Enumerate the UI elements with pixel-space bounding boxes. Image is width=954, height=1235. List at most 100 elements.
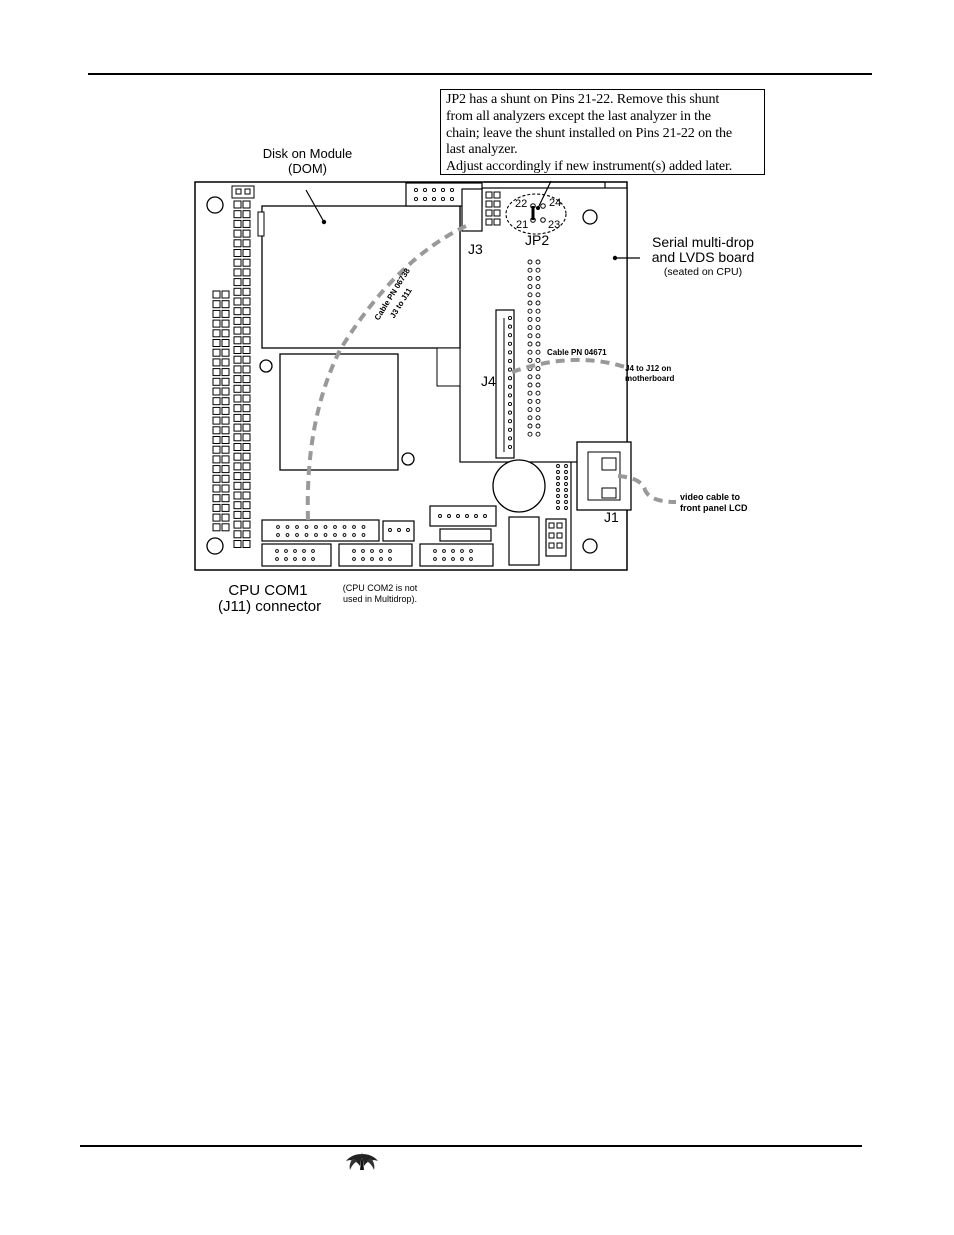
pin bbox=[333, 525, 337, 529]
pin bbox=[233, 472, 242, 481]
pin bbox=[212, 319, 221, 328]
pin bbox=[361, 557, 365, 561]
j4-j12-line2: motherboard bbox=[625, 374, 675, 383]
left-pin-header bbox=[212, 200, 251, 548]
pin bbox=[527, 431, 533, 437]
pin bbox=[293, 557, 297, 561]
pin bbox=[535, 349, 541, 355]
pin bbox=[212, 416, 221, 425]
pin bbox=[460, 557, 464, 561]
pin bbox=[233, 365, 242, 374]
pin bbox=[233, 239, 242, 248]
pin bbox=[507, 384, 513, 389]
pin bbox=[493, 209, 501, 217]
cable-j4-label: Cable PN 04671 bbox=[547, 348, 607, 357]
pin-21-label: 21 bbox=[516, 219, 529, 231]
pin bbox=[242, 239, 251, 248]
pin bbox=[233, 384, 242, 393]
pin bbox=[352, 549, 356, 553]
pin bbox=[221, 397, 230, 406]
pin bbox=[275, 557, 279, 561]
pin bbox=[221, 426, 230, 435]
pin bbox=[212, 445, 221, 454]
pin bbox=[221, 503, 230, 512]
pin bbox=[556, 482, 560, 486]
pin bbox=[242, 413, 251, 422]
pin bbox=[212, 436, 221, 444]
serial-board bbox=[459, 187, 628, 463]
pin bbox=[456, 514, 460, 518]
pin bbox=[564, 476, 568, 480]
j4-j12-label: J4 to J12 on motherboard bbox=[625, 364, 674, 384]
dom-label-line1: Disk on Module bbox=[262, 146, 353, 161]
pin bbox=[233, 200, 242, 209]
pin bbox=[221, 387, 230, 396]
pin bbox=[556, 500, 560, 504]
pin bbox=[460, 549, 464, 553]
pin bbox=[221, 406, 230, 415]
j4-connector bbox=[495, 309, 515, 459]
pin bbox=[311, 549, 315, 553]
pin bbox=[242, 510, 251, 519]
pin bbox=[535, 415, 541, 421]
pin bbox=[527, 316, 533, 322]
jp2-note-box: JP2 has a shunt on Pins 21-22. Remove th… bbox=[440, 89, 765, 175]
note-line: Adjust accordingly if new instrument(s) … bbox=[446, 158, 733, 175]
pin bbox=[507, 419, 513, 424]
pin bbox=[242, 326, 251, 335]
pin bbox=[527, 415, 533, 421]
serial-label-line2: and LVDS board bbox=[651, 249, 755, 265]
pin bbox=[493, 218, 501, 226]
pin bbox=[233, 413, 242, 422]
pin bbox=[314, 533, 318, 537]
pin bbox=[242, 219, 251, 228]
pin bbox=[212, 348, 221, 357]
pin bbox=[507, 358, 513, 364]
pin bbox=[242, 472, 251, 481]
pin bbox=[527, 357, 533, 363]
pin bbox=[221, 368, 230, 377]
pin bbox=[212, 513, 221, 522]
pin bbox=[221, 416, 230, 425]
video-line1: video cable to bbox=[680, 492, 741, 502]
pin bbox=[212, 300, 221, 309]
pin bbox=[564, 494, 568, 498]
pin bbox=[242, 491, 251, 500]
pin bbox=[221, 513, 230, 522]
pin bbox=[370, 557, 374, 561]
com1-line1: CPU COM1 bbox=[228, 582, 308, 599]
pin bbox=[379, 549, 383, 553]
pin bbox=[548, 522, 555, 529]
pin bbox=[285, 533, 290, 537]
pin bbox=[507, 350, 513, 355]
pin bbox=[212, 329, 221, 338]
pin bbox=[233, 491, 242, 500]
pin bbox=[535, 366, 541, 372]
pin bbox=[221, 445, 230, 454]
pin bbox=[233, 287, 242, 296]
pin bbox=[221, 309, 230, 318]
pin bbox=[527, 398, 533, 404]
pin bbox=[212, 358, 221, 367]
pin bbox=[242, 307, 251, 316]
pin bbox=[352, 525, 356, 529]
pin bbox=[233, 297, 242, 306]
pin bbox=[242, 423, 251, 432]
pin bbox=[304, 525, 309, 529]
pin bbox=[556, 532, 563, 539]
note-line: JP2 has a shunt on Pins 21-22. Remove th… bbox=[446, 91, 720, 107]
pin-24-label: 24 bbox=[549, 197, 562, 209]
pin bbox=[221, 290, 230, 299]
pin bbox=[302, 549, 306, 553]
pin bbox=[397, 528, 401, 532]
pin bbox=[233, 355, 242, 364]
pin bbox=[535, 316, 541, 322]
pin bbox=[564, 488, 568, 492]
pin bbox=[535, 341, 541, 347]
pin bbox=[556, 506, 560, 510]
pin bbox=[438, 514, 442, 518]
pin bbox=[233, 520, 242, 529]
j1-label: J1 bbox=[604, 509, 619, 525]
pin bbox=[242, 297, 251, 306]
